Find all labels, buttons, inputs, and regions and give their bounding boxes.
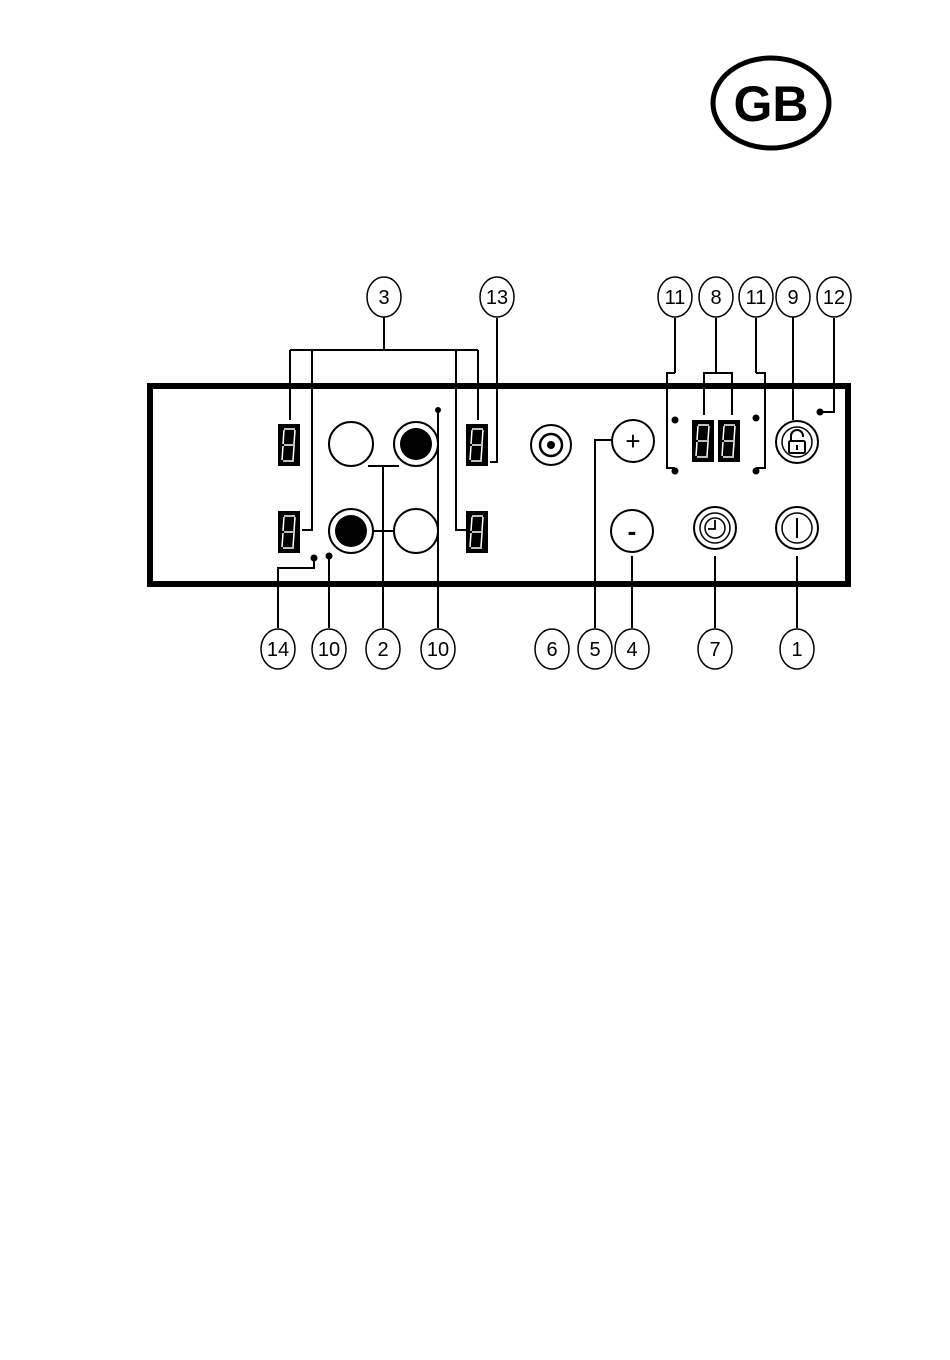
cooktop-panel	[150, 386, 848, 584]
svg-text:13: 13	[486, 287, 508, 309]
callout-4: 4	[615, 629, 649, 669]
zone-button-front-right[interactable]	[394, 509, 438, 553]
minus-symbol: -	[628, 516, 637, 546]
timer-led-top-right	[753, 415, 760, 422]
lock-led	[817, 409, 824, 416]
callout-10-right: 10	[421, 629, 455, 669]
timer-button[interactable]	[694, 507, 736, 549]
svg-text:11: 11	[665, 287, 686, 309]
callout-10-left: 10	[312, 629, 346, 669]
callout-14: 14	[261, 629, 295, 669]
svg-text:1: 1	[791, 639, 802, 661]
callout-13: 13	[480, 277, 514, 317]
callout-7: 7	[698, 629, 732, 669]
plus-symbol: +	[625, 426, 640, 456]
timer-led-bottom-left	[672, 468, 679, 475]
svg-text:6: 6	[546, 639, 557, 661]
callout-11-right: 11	[739, 277, 773, 317]
indicator-led-14	[311, 555, 318, 562]
minus-button[interactable]: -	[611, 510, 653, 552]
svg-text:5: 5	[589, 639, 600, 661]
lock-button[interactable]	[776, 421, 818, 463]
callout-3: 3	[367, 277, 401, 317]
zone-button-rear-left[interactable]	[329, 422, 373, 466]
svg-text:11: 11	[746, 287, 767, 309]
timer-led-bottom-right	[753, 468, 760, 475]
rear-left-zone-display	[278, 424, 300, 466]
timer-led-top-left	[672, 417, 679, 424]
rear-right-zone-display	[466, 424, 488, 466]
svg-text:3: 3	[378, 287, 389, 309]
timer-display-tens	[692, 420, 714, 462]
callout-2: 2	[366, 629, 400, 669]
booster-button[interactable]	[531, 425, 571, 465]
svg-text:7: 7	[709, 639, 720, 661]
callout-8: 8	[699, 277, 733, 317]
front-left-zone-display	[278, 511, 300, 553]
svg-text:8: 8	[710, 287, 721, 309]
callout-5: 5	[578, 629, 612, 669]
zone-indicator-led	[435, 407, 441, 413]
svg-text:12: 12	[823, 287, 845, 309]
svg-text:14: 14	[267, 639, 289, 661]
svg-text:10: 10	[427, 639, 449, 661]
gb-badge-label: GB	[734, 76, 809, 132]
zone-button-front-left[interactable]	[329, 509, 373, 553]
callout-9: 9	[776, 277, 810, 317]
callout-11-left: 11	[658, 277, 692, 317]
svg-text:4: 4	[626, 639, 637, 661]
callout-6: 6	[535, 629, 569, 669]
gb-badge: GB	[713, 58, 829, 148]
plus-button[interactable]: +	[612, 420, 654, 462]
timer-display-units	[718, 420, 740, 462]
callout-1: 1	[780, 629, 814, 669]
svg-text:9: 9	[787, 287, 798, 309]
zone-button-rear-right[interactable]	[394, 422, 438, 466]
callout-12: 12	[817, 277, 851, 317]
svg-text:2: 2	[377, 639, 388, 661]
power-button[interactable]	[776, 507, 818, 549]
front-right-zone-display	[466, 511, 488, 553]
svg-text:10: 10	[318, 639, 340, 661]
indicator-led-10	[326, 553, 333, 560]
